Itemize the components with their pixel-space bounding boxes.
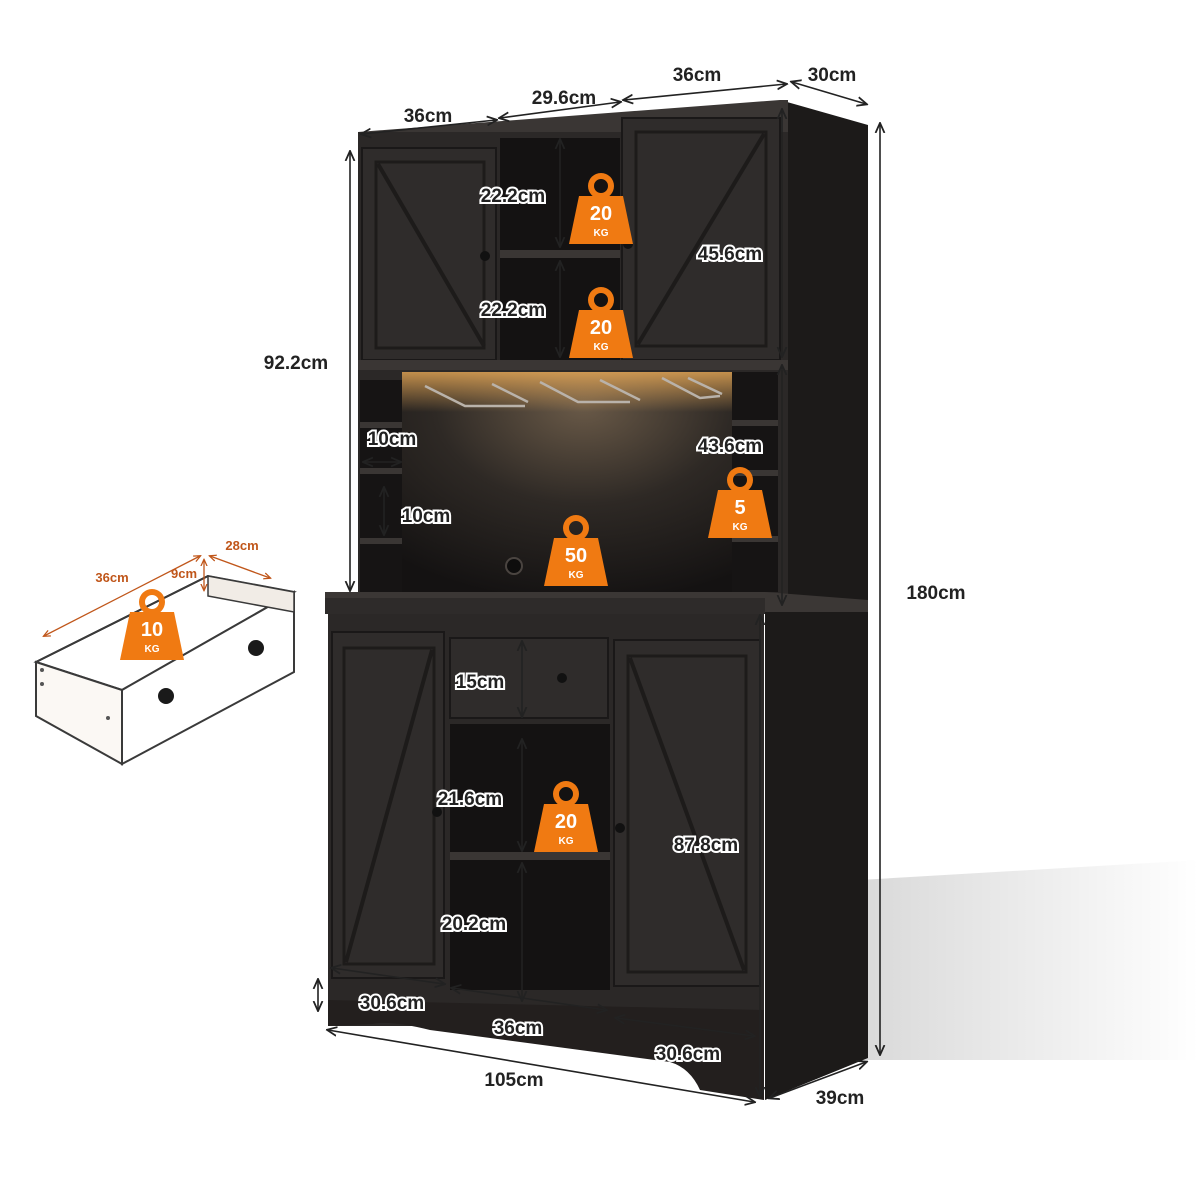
door-knob[interactable] <box>480 251 490 261</box>
weight-badge-counter: 50 KG <box>544 515 608 586</box>
weight-badge-upper-2: 20 KG <box>569 287 633 358</box>
countertop-front <box>325 598 765 614</box>
glass-racks <box>424 376 723 408</box>
door-knob[interactable] <box>615 823 625 833</box>
badge-value: 20 <box>590 317 612 339</box>
upper-left-door[interactable] <box>361 147 497 361</box>
label-upper-shelf-2: 22.2cm <box>481 300 545 321</box>
weight-badge-upper-1: 20 KG <box>569 173 633 244</box>
lower-middle-shelf-board <box>450 852 610 860</box>
badge-value: 20 <box>555 811 577 833</box>
label-lower-shelf-1: 21.6cm <box>438 789 502 810</box>
label-lower-cabinet-height: 87.8cm <box>674 835 738 856</box>
label-cubby-height: 10cm <box>402 506 451 527</box>
upper-middle-shelf-board <box>500 250 620 258</box>
upper-divider <box>358 360 788 370</box>
badge-unit: KG <box>594 342 609 353</box>
label-total-height: 180cm <box>906 583 965 604</box>
drawer-detail-illustration <box>33 574 297 766</box>
badge-value: 10 <box>141 619 163 641</box>
label-cubby-width: 10cm <box>368 429 417 450</box>
lower-right-door[interactable] <box>613 639 761 987</box>
lower-left-door[interactable] <box>331 631 445 979</box>
label-open-area-height: 43.6cm <box>698 436 762 457</box>
weight-icon <box>588 173 614 199</box>
dimension-lines <box>318 82 880 1102</box>
label-lower-shelf-2: 20.2cm <box>442 914 506 935</box>
badge-unit: KG <box>145 644 160 655</box>
led-strip-glow <box>402 372 732 412</box>
label-upper-shelf-1: 22.2cm <box>481 186 545 207</box>
label-top-depth: 30cm <box>808 65 857 86</box>
drawer-front[interactable] <box>449 637 609 719</box>
upper-right-door[interactable] <box>621 117 781 361</box>
label-lower-left-width: 30.6cm <box>360 993 424 1014</box>
badge-value: 20 <box>590 203 612 225</box>
label-upper-cabinet-height: 45.6cm <box>698 244 762 265</box>
weight-badge-drawer: 10 KG <box>120 589 184 660</box>
label-top-left-width: 36cm <box>404 106 453 127</box>
floor-shadow <box>860 860 1200 1060</box>
badge-value: 50 <box>565 545 587 567</box>
weight-icon <box>588 287 614 313</box>
label-top-middle-width: 29.6cm <box>532 88 596 109</box>
left-cubbies <box>360 380 402 592</box>
label-drawer-height: 15cm <box>456 672 505 693</box>
weight-icon <box>727 467 753 493</box>
drawer-knob[interactable] <box>557 673 567 683</box>
drawer-dimension-lines <box>44 556 270 636</box>
label-drawer-height: 9cm <box>171 566 197 581</box>
label-total-width: 105cm <box>484 1070 543 1091</box>
label-lower-right-width: 30.6cm <box>656 1044 720 1065</box>
weight-icon <box>553 781 579 807</box>
label-upper-height: 92.2cm <box>264 353 328 374</box>
weight-badge-lower: 20 KG <box>534 781 598 852</box>
label-drawer-length: 36cm <box>95 570 128 585</box>
weight-icon <box>563 515 589 541</box>
badge-unit: KG <box>569 570 584 581</box>
badge-value: 5 <box>734 497 745 519</box>
badge-unit: KG <box>559 836 574 847</box>
badge-unit: KG <box>733 522 748 533</box>
label-total-depth: 39cm <box>816 1088 865 1109</box>
weight-badge-cubby: 5 KG <box>708 467 772 538</box>
weight-icon <box>139 589 165 615</box>
badge-unit: KG <box>594 228 609 239</box>
label-lower-middle-width: 36cm <box>494 1018 543 1039</box>
drawer-knob <box>158 688 174 704</box>
label-top-right-width: 36cm <box>673 65 722 86</box>
label-drawer-depth: 28cm <box>225 538 258 553</box>
drawer-knob <box>248 640 264 656</box>
cable-hole <box>505 557 523 575</box>
door-knob[interactable] <box>432 807 442 817</box>
cabinet <box>325 100 868 1100</box>
right-cubbies <box>732 372 778 592</box>
